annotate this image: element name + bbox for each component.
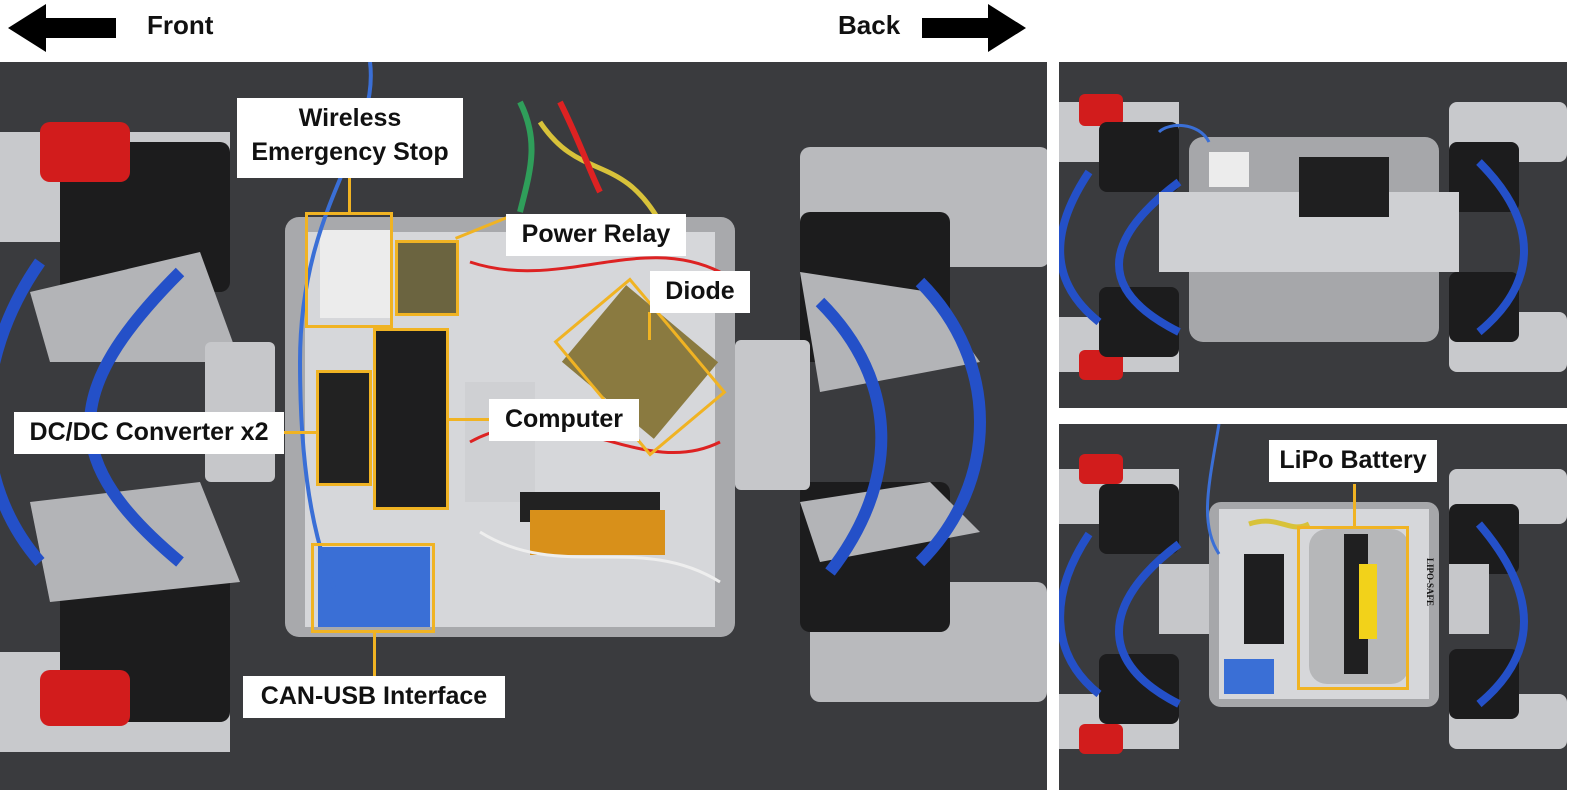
computer-highlight <box>373 328 449 510</box>
main-robot-photo: Wireless Emergency Stop Power Relay Diod… <box>0 62 1047 790</box>
computer-leader <box>449 418 489 421</box>
can-usb-interface-label: CAN-USB Interface <box>243 676 505 718</box>
estop-highlight <box>305 212 393 328</box>
battery-label-print: LIPO-SAFE <box>1425 558 1435 607</box>
dcdc-converter-label: DC/DC Converter x2 <box>14 412 284 454</box>
estop-leader <box>348 178 351 214</box>
back-arrow-icon <box>922 4 1026 52</box>
power-relay-label: Power Relay <box>506 214 686 256</box>
lipo-leader <box>1353 484 1356 526</box>
can-usb-leader <box>373 633 376 679</box>
diode-label: Diode <box>650 271 750 313</box>
lipo-battery-label: LiPo Battery <box>1269 440 1437 482</box>
diode-leader <box>648 312 651 340</box>
relay-highlight <box>395 240 459 316</box>
computer-label: Computer <box>489 399 639 441</box>
front-arrow-icon <box>8 4 116 52</box>
can-usb-highlight <box>311 543 435 633</box>
dcdc-highlight <box>316 370 372 486</box>
covered-robot-photo <box>1059 62 1567 408</box>
wireless-estop-label: Wireless Emergency Stop <box>237 98 463 178</box>
back-label: Back <box>838 10 901 40</box>
front-label: Front <box>147 10 214 40</box>
battery-robot-top-view <box>1059 424 1567 754</box>
battery-robot-photo: LIPO-SAFE LiPo Battery <box>1059 424 1567 790</box>
lipo-highlight <box>1297 526 1409 690</box>
covered-robot-top-view <box>1059 94 1567 380</box>
dcdc-leader <box>284 431 316 434</box>
